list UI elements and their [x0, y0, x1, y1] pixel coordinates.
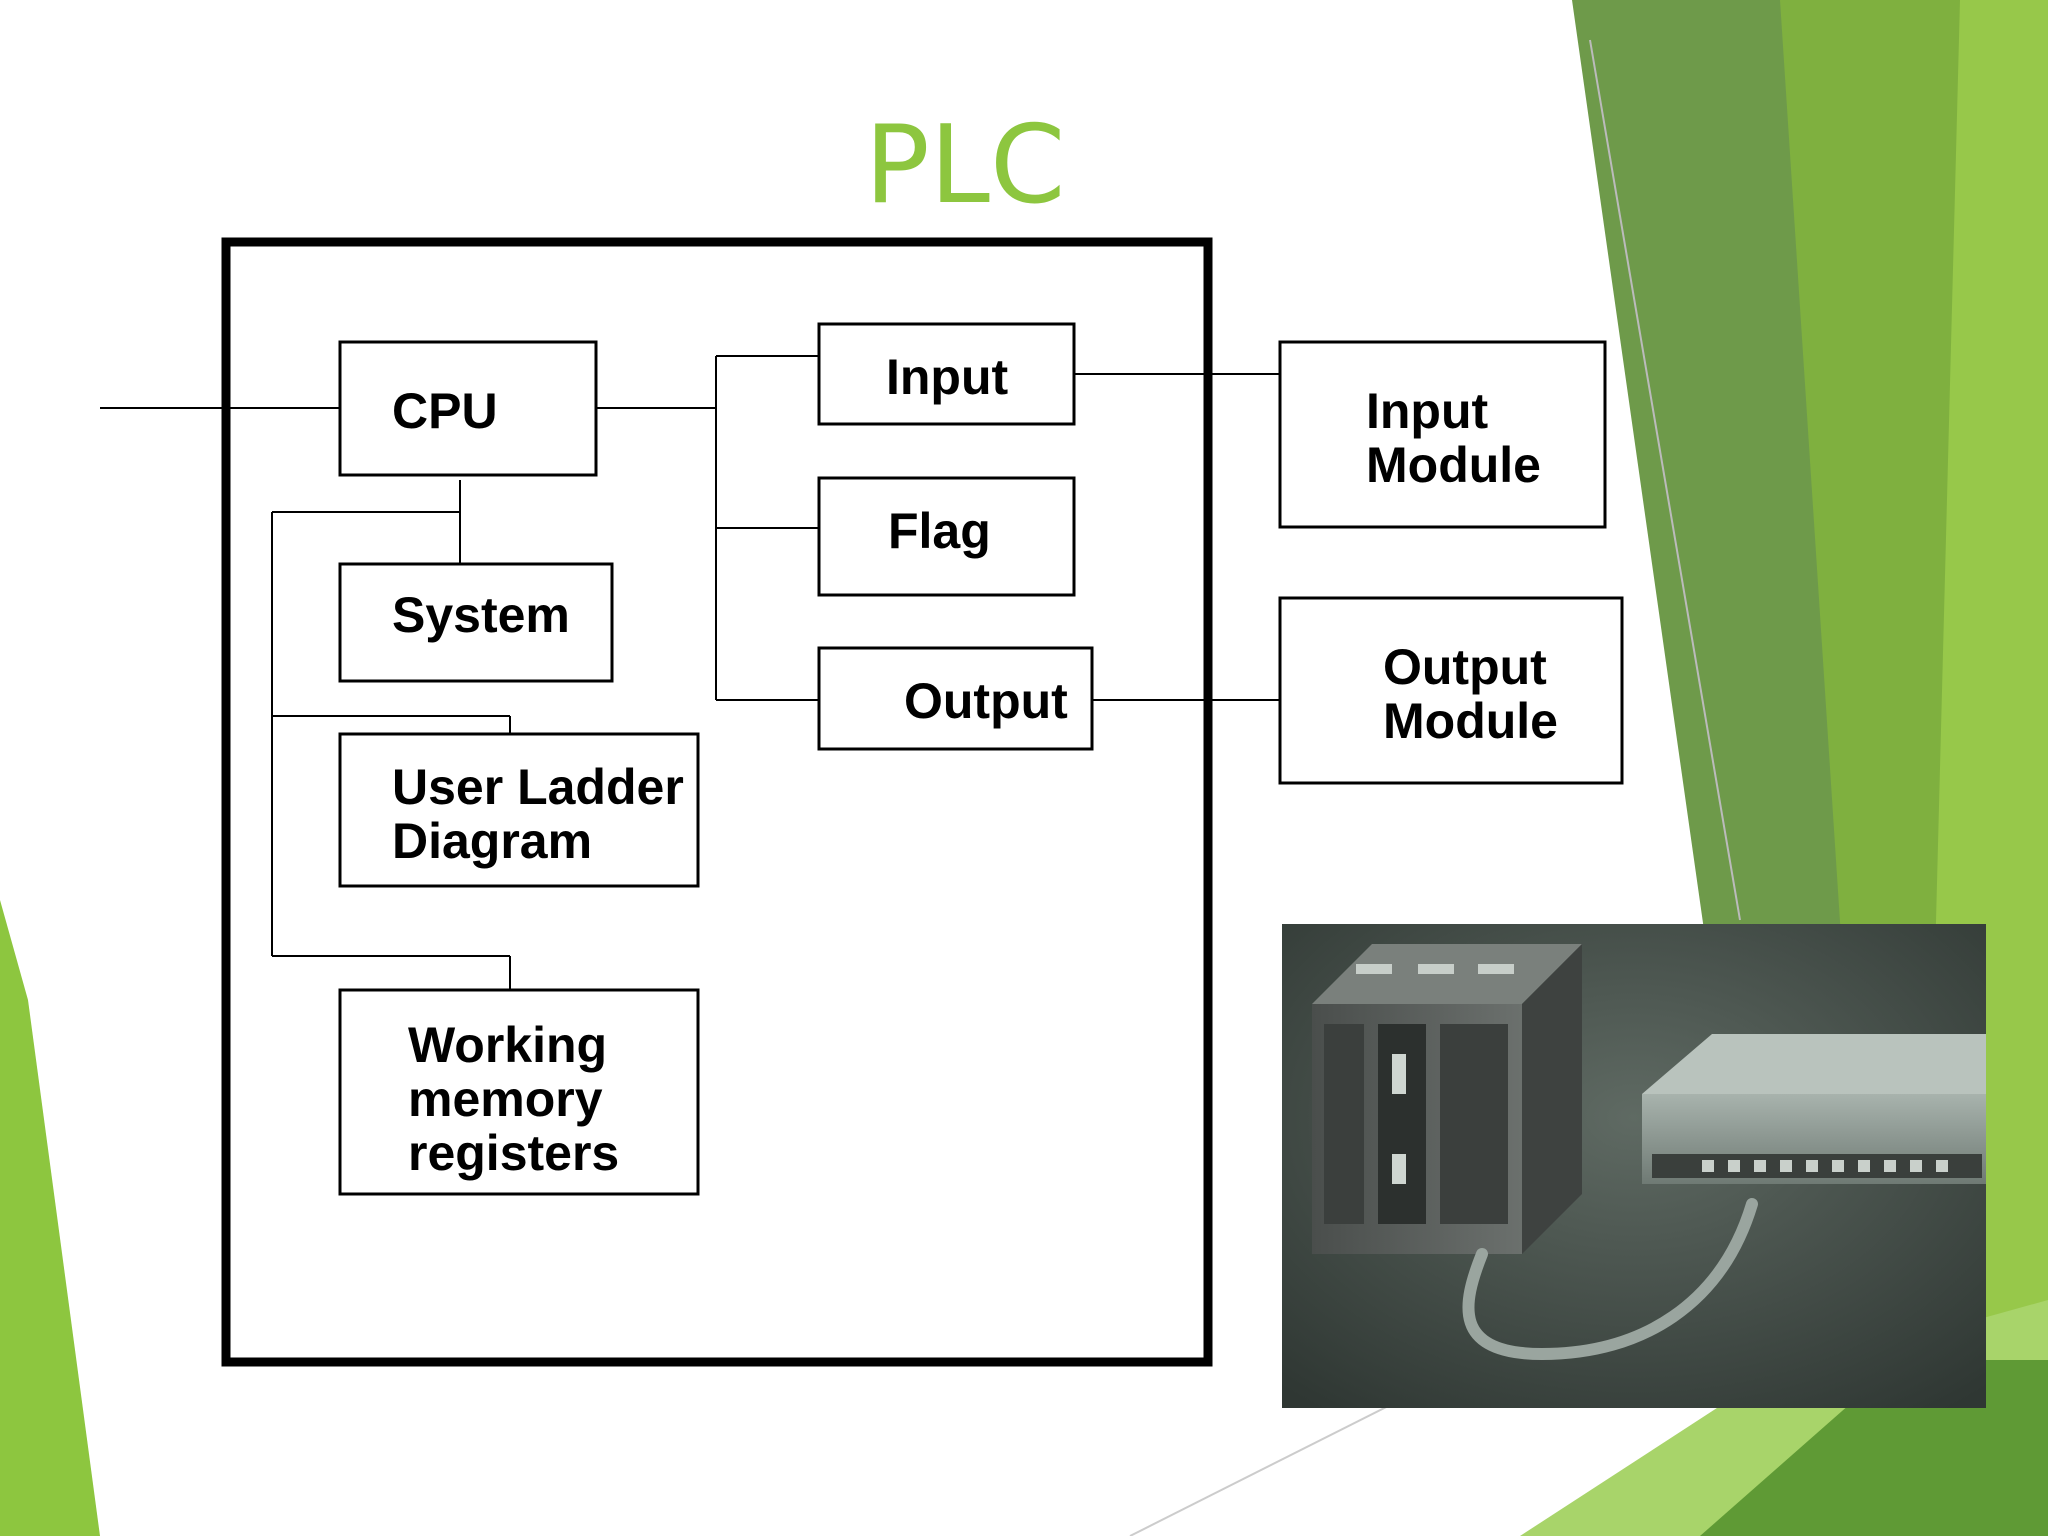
user-ladder-box — [338, 732, 700, 888]
working-memory-label: Working memory registers — [408, 1017, 621, 1181]
slide-title: PLC — [864, 103, 1066, 228]
working-memory-box — [338, 988, 700, 1196]
plc-hardware-photo — [1282, 924, 1986, 1408]
user-ladder-label: User Ladder Diagram — [392, 759, 698, 869]
plc-io-module — [1642, 1034, 1986, 1184]
output-module-line-1: Output — [1383, 639, 1547, 695]
input-module-line-2: Module — [1366, 437, 1541, 493]
output-module-line-2: Module — [1383, 693, 1558, 749]
input-module-box — [1278, 340, 1607, 529]
flag-label: Flag — [888, 503, 991, 559]
cpu-label: CPU — [392, 383, 498, 439]
user-ladder-line-2: Diagram — [392, 813, 592, 869]
user-ladder-line-1: User Ladder — [392, 759, 684, 815]
input-label: Input — [886, 349, 1009, 405]
flag-box — [817, 476, 1076, 597]
connector-lines — [100, 355, 1280, 990]
output-box — [817, 646, 1094, 751]
working-memory-line-2: memory — [408, 1071, 603, 1127]
working-memory-line-3: registers — [408, 1125, 619, 1181]
system-label: System — [392, 587, 570, 643]
output-label: Output — [904, 673, 1068, 729]
output-module-box — [1278, 596, 1624, 785]
input-box — [817, 322, 1076, 426]
cpu-box — [338, 340, 598, 477]
deco-left-band — [0, 900, 100, 1536]
plc-cable — [1462, 1198, 1758, 1361]
output-module-label: Output Module — [1383, 639, 1561, 749]
deco-thin-line-right — [1589, 39, 1741, 921]
system-box — [338, 562, 614, 683]
input-module-line-1: Input — [1366, 383, 1489, 439]
plc-frame — [221, 237, 1213, 1367]
working-memory-line-1: Working — [408, 1017, 607, 1073]
plc-rack — [1312, 944, 1582, 1254]
input-module-label: Input Module — [1366, 383, 1541, 493]
